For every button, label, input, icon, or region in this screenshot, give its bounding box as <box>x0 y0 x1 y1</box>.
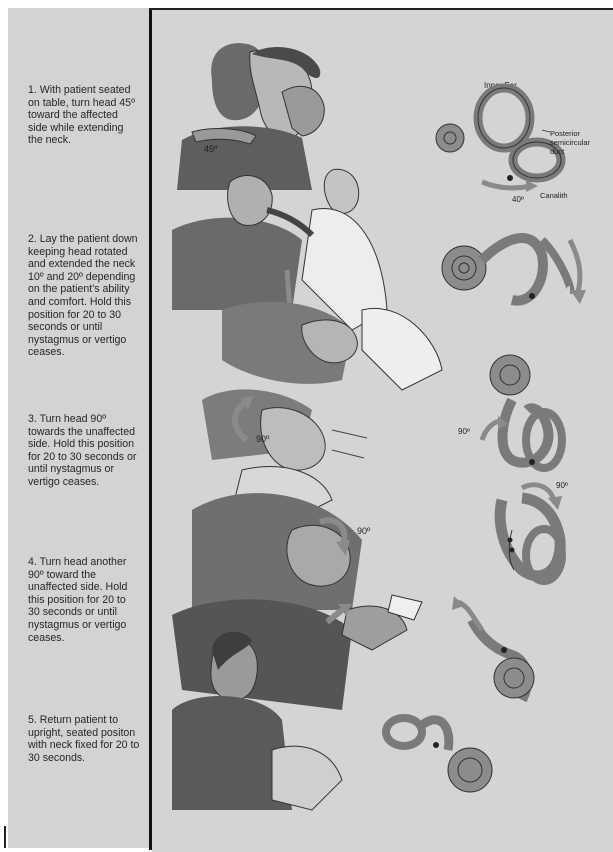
angle-90-head-label: 90º <box>256 434 270 444</box>
angle-45-label: 45º <box>204 144 218 154</box>
figure-step-4: 90º <box>172 493 422 710</box>
step-2-text: 2. Lay the patient down keeping head rot… <box>28 233 140 359</box>
inner-ear-diagram-1: Inner Ear Posterior semicircular duct Ca… <box>436 81 591 204</box>
edge-mark <box>4 826 6 848</box>
posterior-duct-label-1: Posterior <box>550 129 581 138</box>
posterior-duct-label-2: semicircular <box>550 138 591 147</box>
step-4-text: 4. Turn head another 90º toward the unaf… <box>28 556 140 644</box>
inner-ear-diagram-6 <box>386 718 492 792</box>
inner-ear-diagram-2 <box>442 238 586 304</box>
posterior-duct-label-3: duct <box>550 147 565 156</box>
step-5-text: 5. Return patient to upright, seated pos… <box>28 714 140 764</box>
angle-90-ear4-label: 90º <box>556 481 568 490</box>
inner-ear-diagram-4: 90º <box>500 481 568 581</box>
angle-90-body-label: 90º <box>357 526 371 536</box>
step-3-text: 3. Turn head 90º towards the unaffected … <box>28 413 140 489</box>
inner-ear-diagram-3: 90º <box>458 355 562 468</box>
figure-step-1: 45º <box>177 43 324 190</box>
inner-ear-diagram-5 <box>452 596 534 700</box>
step-1-text: 1. With patient seated on table, turn he… <box>28 84 140 147</box>
maneuver-illustration: 45º 90º 90º <box>152 10 613 852</box>
angle-40-label: 40º <box>512 195 524 204</box>
canalith-label: Canalith <box>540 191 568 200</box>
figure-step-2 <box>172 169 442 390</box>
angle-90-ear3-label: 90º <box>458 427 470 436</box>
